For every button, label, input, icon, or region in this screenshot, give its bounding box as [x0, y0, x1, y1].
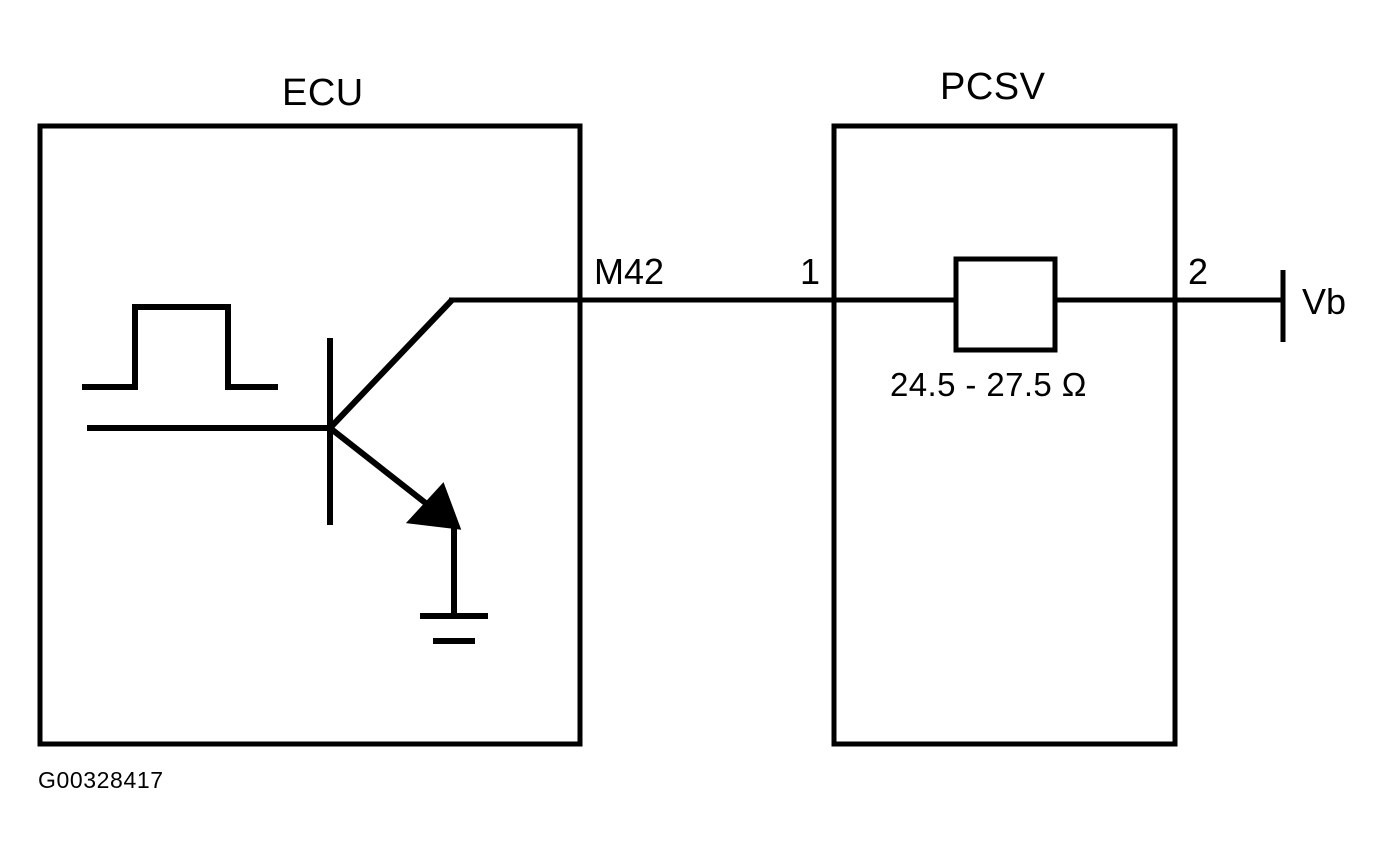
pcsv-title: PCSV	[940, 66, 1046, 108]
battery-voltage-label: Vb	[1302, 281, 1347, 322]
solenoid-coil-resistor	[953, 256, 1058, 353]
pcsv-box	[831, 123, 1178, 747]
ecu-pin-label-m42: M42	[594, 251, 665, 292]
square-pulse-waveform	[82, 304, 278, 390]
pcsv-terminal-2-label: 2	[1188, 251, 1209, 292]
figure-id-label: G00328417	[38, 767, 164, 793]
ecu-box	[37, 123, 583, 747]
pcsv-terminal-1-label: 1	[800, 251, 821, 292]
emitter-arrowhead-icon	[405, 482, 462, 530]
ecu-title: ECU	[282, 72, 364, 114]
transistor-emitter-lead	[328, 425, 439, 515]
transistor-collector-lead	[327, 297, 455, 431]
resistance-value-label: 24.5 - 27.5 Ω	[890, 366, 1087, 403]
